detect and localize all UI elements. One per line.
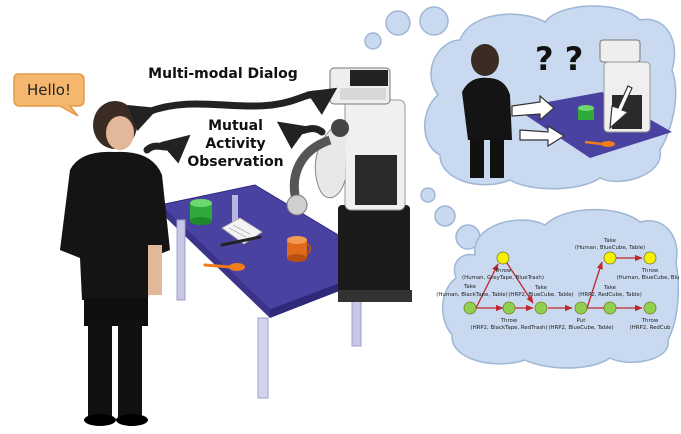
plan-label: (HRP2, RedCub: [630, 325, 671, 331]
dialog-arrow: [127, 87, 338, 132]
plan-label: Throw: [500, 318, 518, 324]
plan-node: [643, 301, 657, 315]
plan-label: (HRP2, BlueCube, Table): [548, 325, 613, 331]
speech-bubble: [13, 73, 85, 117]
plan-node: [603, 251, 617, 265]
plan-label: Take: [603, 238, 617, 244]
orange-spoon: [203, 263, 245, 271]
plan-label: (HRP2, BlueCube, Table): [508, 292, 573, 298]
cloud-scene: [462, 39, 672, 178]
observation-label-line2: Activity: [205, 136, 266, 152]
thought-cloud-bottom: [441, 208, 680, 369]
thought-trail-bottom: [420, 187, 481, 250]
green-cup: [190, 199, 212, 225]
plan-label: Take: [463, 284, 477, 290]
observation-label-line1: Mutual: [208, 118, 263, 134]
plan-label: (Human, BlueCube, Blu: [617, 275, 680, 281]
observation-arrow-left: [143, 134, 191, 164]
plan-node: [534, 301, 548, 315]
observation-arrow-right: [276, 121, 326, 150]
human: [60, 101, 170, 426]
plan-label: (HRP2, RedCube, Table): [578, 292, 642, 298]
plan-label: (Human, BlueCube, Table): [575, 245, 645, 251]
paper-and-pen: [220, 217, 263, 247]
pr2-robot: [286, 67, 412, 302]
plan-label: Throw: [494, 268, 512, 274]
plan-node: [502, 301, 516, 315]
plan-label: Throw: [641, 268, 659, 274]
plan-label: Take: [603, 285, 617, 291]
plan-node: [603, 301, 617, 315]
observation-label-line3: Observation: [187, 154, 284, 170]
plan-node: [463, 301, 477, 315]
plan-label: Throw: [641, 318, 659, 324]
plan-node: [643, 251, 657, 265]
dialog-label: Multi-modal Dialog: [148, 66, 298, 82]
plan-label: Take: [534, 285, 548, 291]
plan-label: (HRP2, BlackTape, RedTrash): [470, 325, 547, 331]
speech-bubble-text: Hello!: [26, 81, 72, 99]
plan-label: Put: [577, 318, 586, 324]
thought-trail-top: [364, 6, 449, 50]
plan-node: [574, 301, 588, 315]
plan-nodes: [463, 251, 657, 315]
plan-label: (Human, GreyTape, BlueTrash): [462, 275, 544, 281]
plan-labels: Take (Human, BlackTape, Table) Throw (Hu…: [436, 238, 679, 331]
orange-cup: [287, 236, 312, 262]
question-marks: ? ?: [535, 40, 584, 78]
plan-node: [496, 251, 510, 265]
plan-label: (Human, BlackTape, Table): [436, 292, 507, 298]
